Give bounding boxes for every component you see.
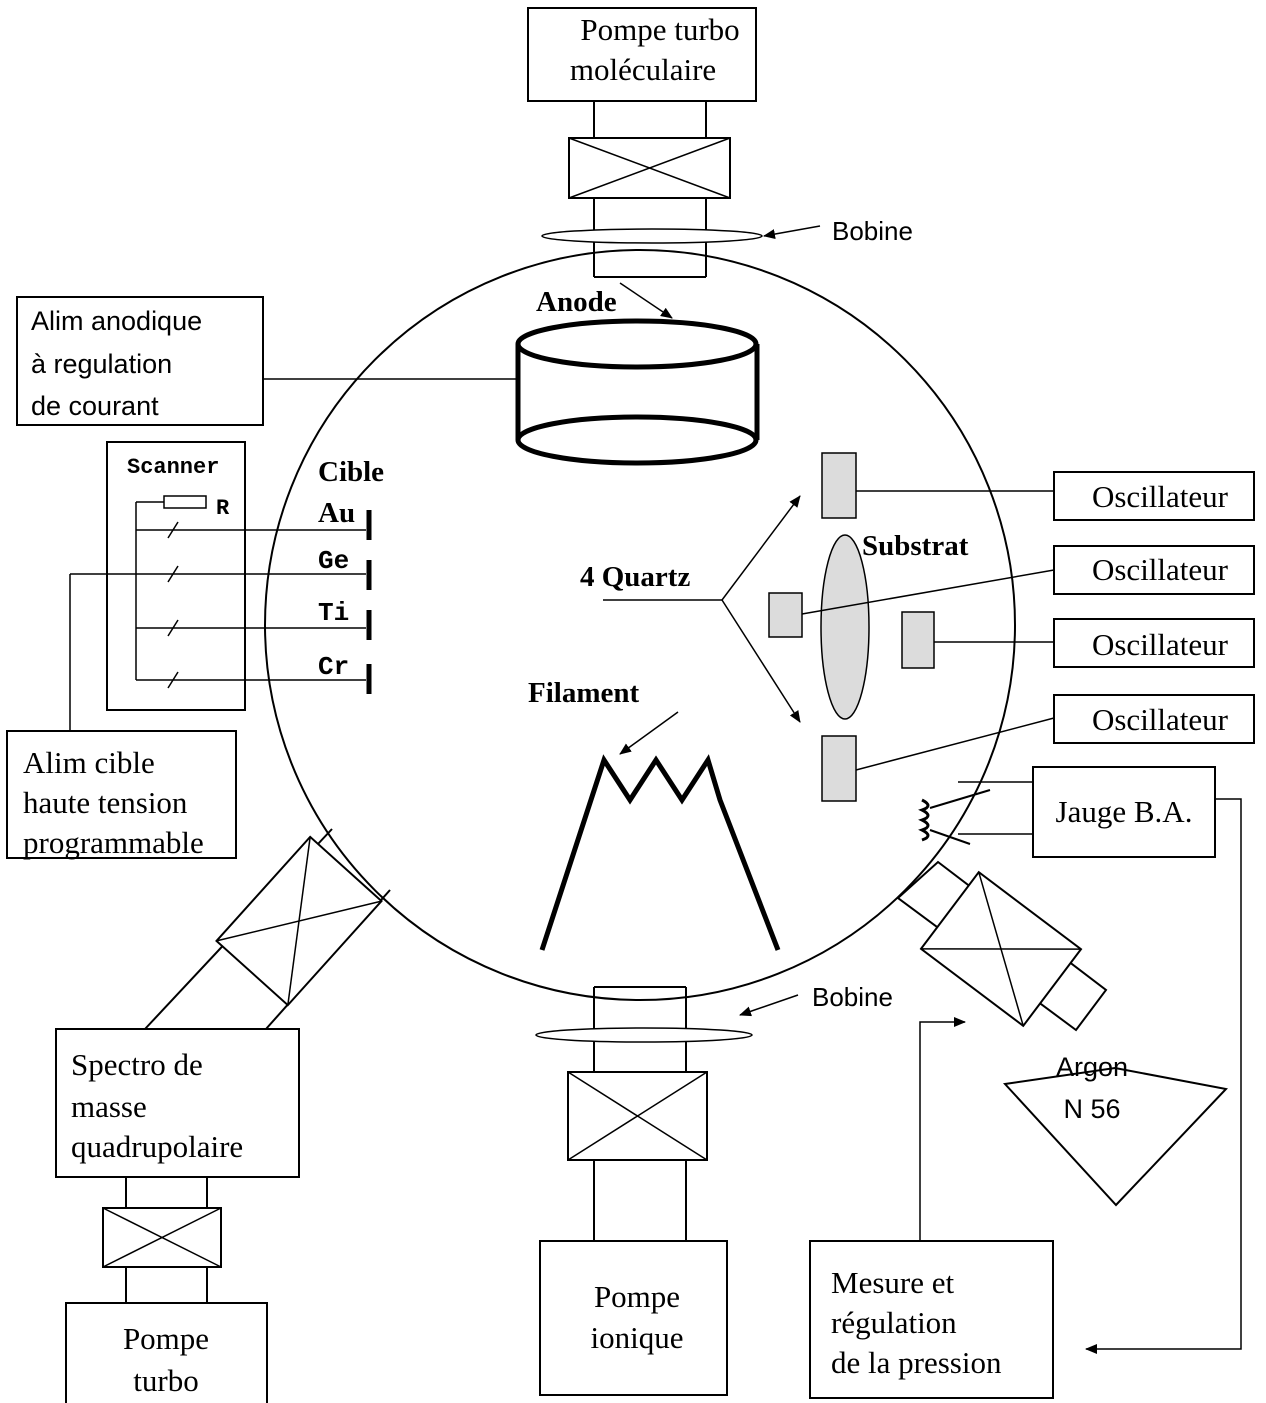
pressure-regulation-line1: Mesure et <box>831 1265 954 1300</box>
filament-label: Filament <box>528 677 639 709</box>
top-coil <box>541 228 763 244</box>
anodic-supply-line3: de courant <box>31 391 159 421</box>
ba-gauge-label: Jauge B.A. <box>1056 794 1193 829</box>
mass-spec-line2: masse <box>71 1089 147 1124</box>
bottom-turbo-pump-line1: Pompe <box>123 1321 209 1356</box>
target-supply-line2: haute tension <box>23 785 188 820</box>
oscillator-4-label: Oscillateur <box>1092 702 1229 737</box>
argon-valve <box>919 870 1083 1028</box>
mass-spec-line1: Spectro de <box>71 1047 203 1082</box>
scanner-label: Scanner <box>127 455 219 480</box>
substrate-label: Substrat <box>862 530 969 562</box>
top-turbo-pump-box <box>527 7 757 102</box>
ion-pump-assembly: Bobine Pompe ionique <box>535 982 893 1396</box>
target-supply: Alim cible haute tension programmable <box>6 574 237 860</box>
bottom-turbo-pump-line2: turbo <box>133 1363 198 1398</box>
vacuum-chamber <box>264 249 1016 1001</box>
pressure-regulation-box <box>809 1240 1054 1399</box>
top-coil-label: Bobine <box>832 216 913 246</box>
quartz-2 <box>768 592 803 638</box>
oscillator-1 <box>1053 471 1255 521</box>
target-supply-line3: programmable <box>23 825 204 860</box>
quartz-monitors: Substrat 4 Quartz Oscillateur Oscillateu… <box>580 452 1255 802</box>
ba-gauge: Jauge B.A. <box>918 766 1242 1354</box>
bottom-turbo-pump-box <box>65 1302 268 1403</box>
resistor-label: R <box>216 496 230 521</box>
anodic-supply-line1: Alim anodique <box>31 306 202 336</box>
target-au-label: Au <box>318 497 355 529</box>
ion-pump-line2: ionique <box>591 1320 684 1355</box>
argon-label-line1: Argon <box>1056 1052 1128 1082</box>
pressure-regulation: Mesure et régulation de la pression <box>809 1240 1054 1399</box>
mass-spec-valve <box>215 835 383 1007</box>
oscillator-3 <box>1053 618 1255 668</box>
mass-spec-assembly: Spectro de masse quadrupolaire Pompe tur… <box>55 828 391 1403</box>
oscillator-2 <box>1053 545 1255 595</box>
argon-bottle <box>1002 1066 1228 1207</box>
top-pump-assembly: Pompe turbo moléculaire Bobine <box>527 7 913 278</box>
target-ge-label: Ge <box>318 546 349 576</box>
anodic-supply: Alim anodique à regulation de courant <box>16 296 518 426</box>
target-supply-line1: Alim cible <box>23 745 155 780</box>
filament: Filament <box>528 677 781 951</box>
oscillator-3-label: Oscillateur <box>1092 627 1229 662</box>
scanner: Scanner R Cible Au Ge Ti Cr <box>70 441 384 711</box>
pressure-regulation-line2: régulation <box>831 1305 957 1340</box>
bottom-valve <box>567 1071 708 1161</box>
oscillator-1-label: Oscillateur <box>1092 479 1229 514</box>
resistor <box>163 495 207 509</box>
oscillator-4 <box>1053 694 1255 744</box>
argon-assembly: Argon N 56 <box>896 860 1228 1241</box>
oscillator-2-label: Oscillateur <box>1092 552 1229 587</box>
pressure-regulation-line3: de la pression <box>831 1345 1002 1380</box>
bottom-coil <box>535 1027 753 1043</box>
cible-label: Cible <box>318 456 384 488</box>
bottom-left-valve <box>102 1207 222 1268</box>
target-ti-label: Ti <box>318 598 349 628</box>
argon-label-line2: N 56 <box>1063 1094 1120 1124</box>
mass-spec-box <box>55 1028 300 1178</box>
top-turbo-pump-line2: moléculaire <box>570 52 716 87</box>
anodic-supply-line2: à regulation <box>31 349 172 379</box>
bottom-coil-label: Bobine <box>812 982 893 1012</box>
anode: Anode <box>515 282 760 466</box>
top-turbo-pump-line1: Pompe turbo <box>580 12 739 47</box>
quartz-4 <box>821 735 857 802</box>
anode-label: Anode <box>536 286 617 318</box>
substrate <box>820 534 870 720</box>
quartz-1 <box>821 452 857 519</box>
ion-pump-box <box>539 1240 728 1396</box>
top-valve <box>568 137 731 199</box>
target-cr-label: Cr <box>318 652 349 682</box>
ba-gauge-box <box>1032 766 1216 858</box>
quartz-3 <box>901 611 935 669</box>
ion-pump-line1: Pompe <box>594 1279 680 1314</box>
mass-spec-line3: quadrupolaire <box>71 1129 243 1164</box>
quartz-label: 4 Quartz <box>580 561 690 593</box>
